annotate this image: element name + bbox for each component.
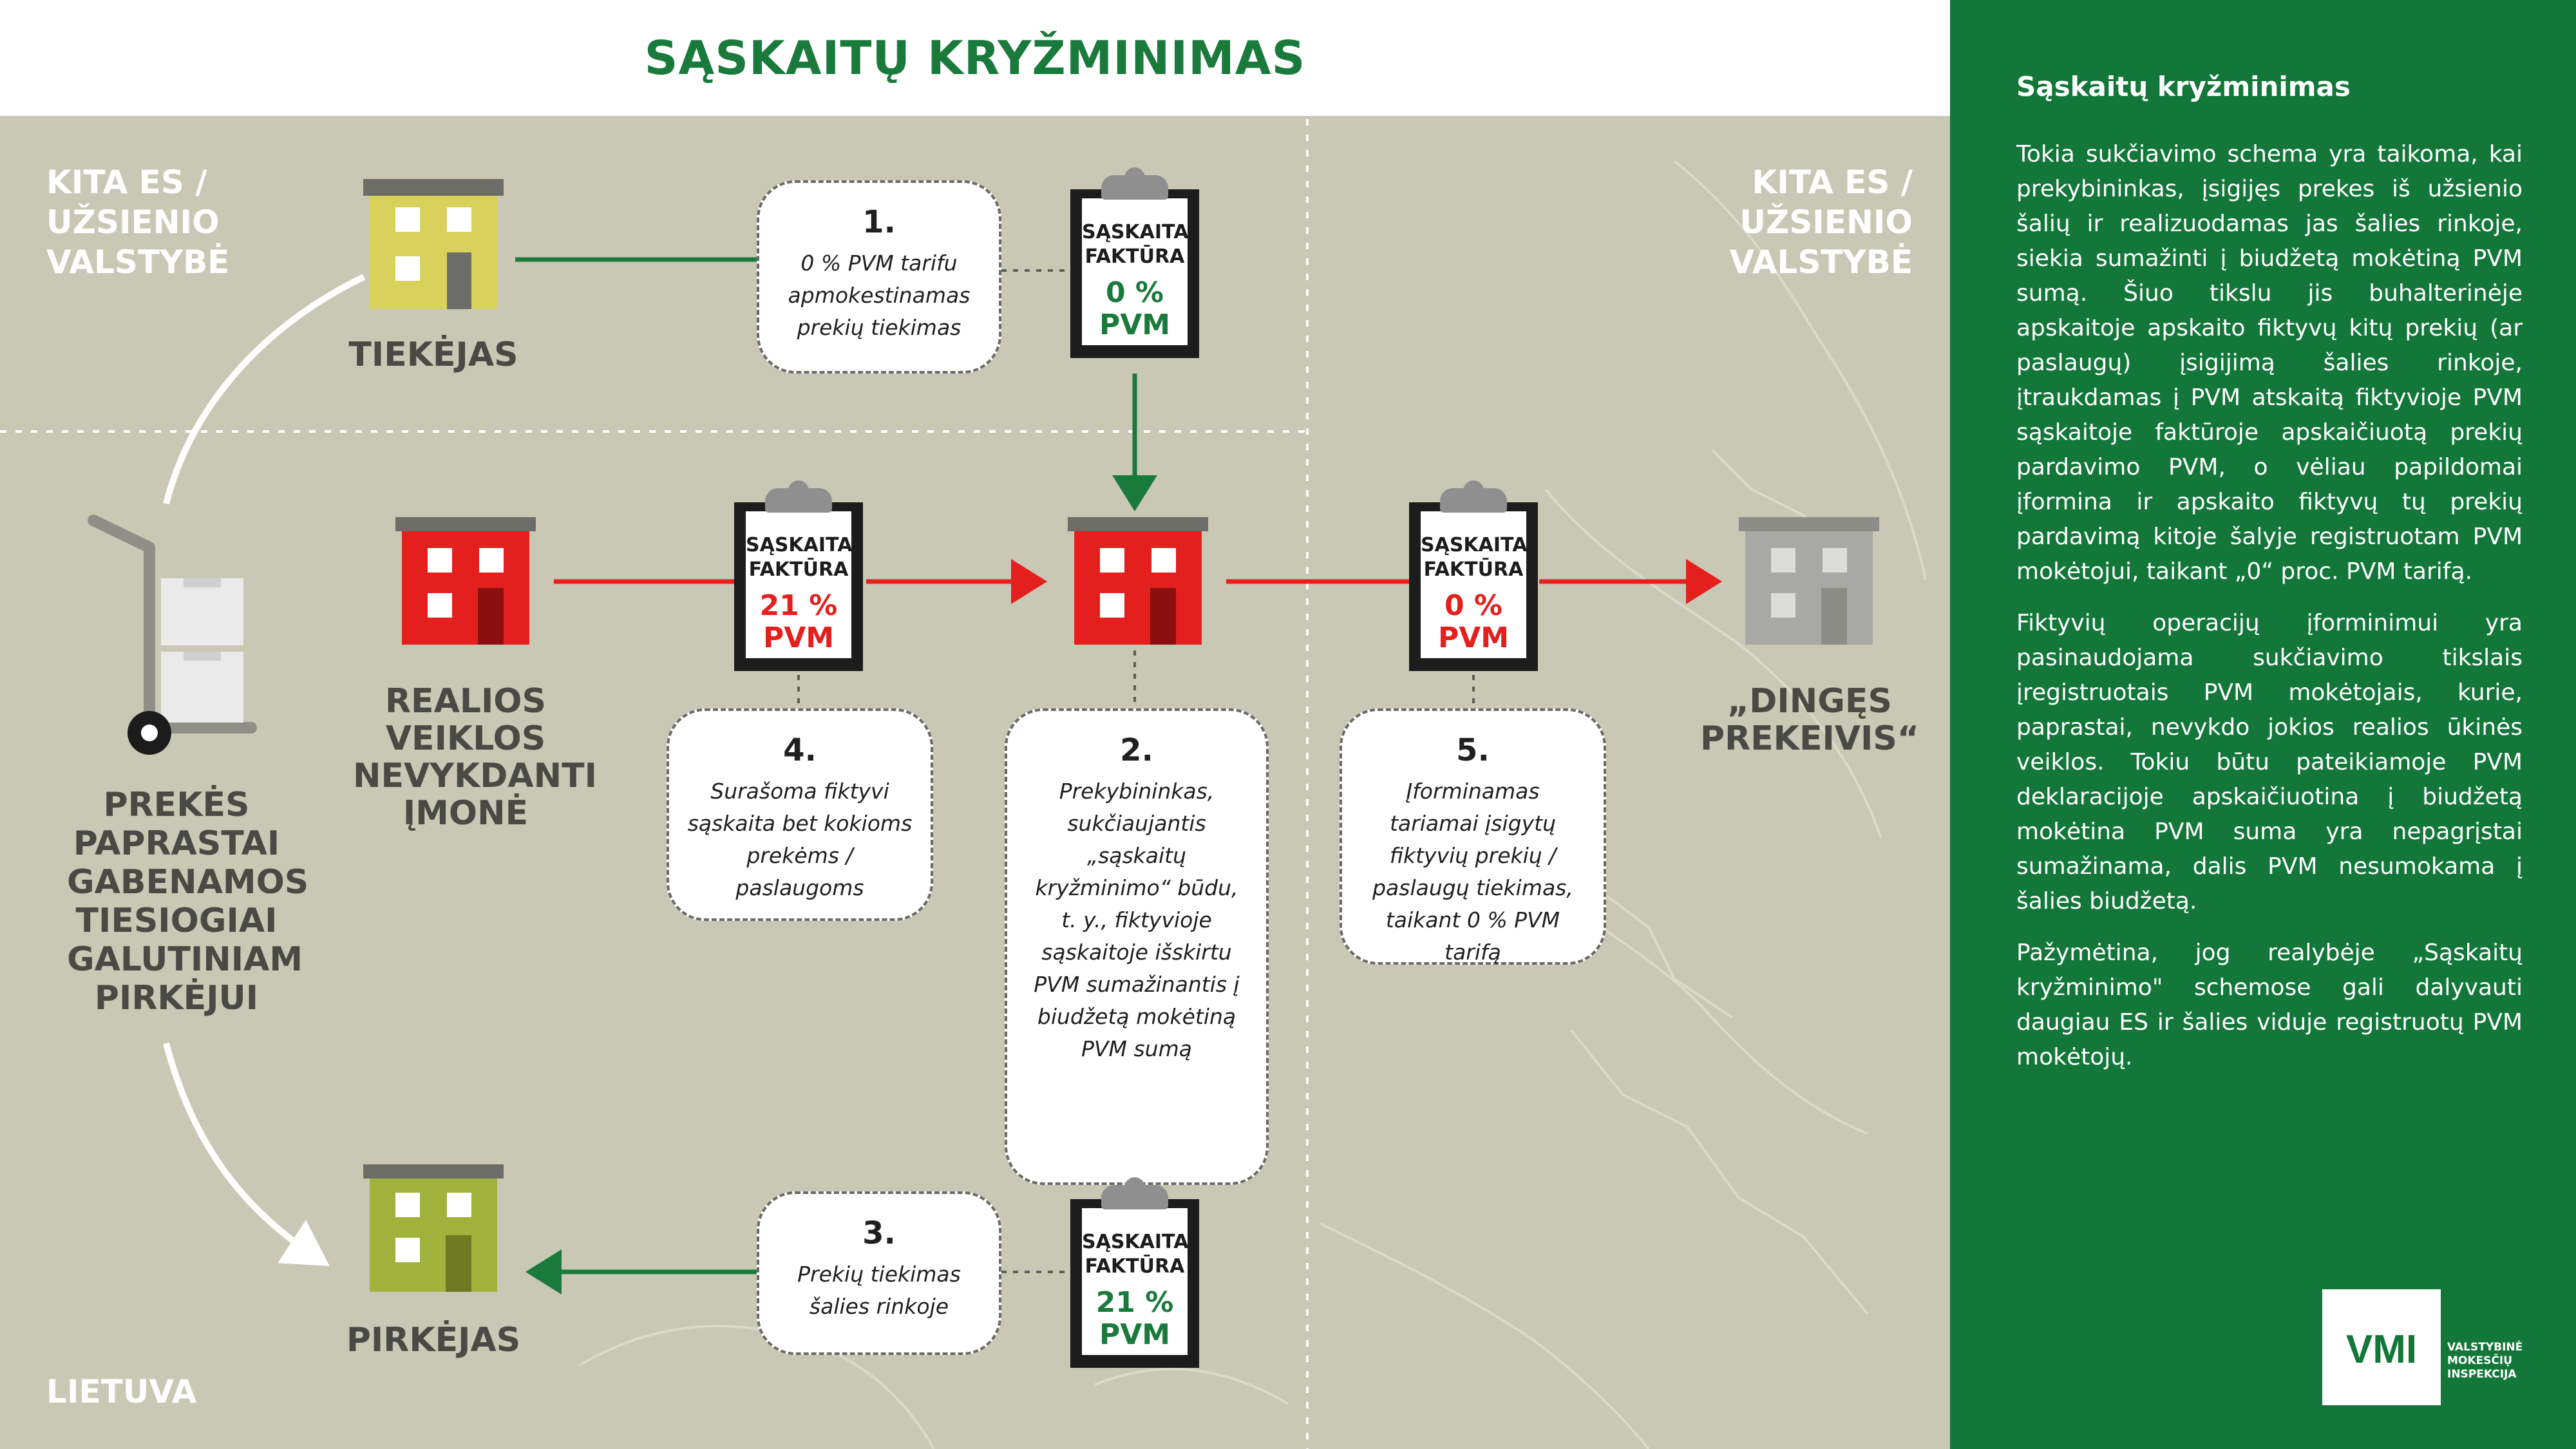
invoice-fake-company: SĄSKAITA FAKTŪRA 21 % PVM <box>734 480 863 675</box>
supplier-label: TIEKĖJAS <box>348 336 518 374</box>
sidebar-body: Tokia sukčiavimo schema yra taikoma, kai… <box>2016 137 2523 1092</box>
callout-3-number: 3. <box>862 1215 896 1251</box>
header: SĄSKAITŲ KRYŽMINIMAS <box>0 0 1950 116</box>
callout-5-text: Įforminamas tariamai įsigytų fiktyvių pr… <box>1372 779 1573 965</box>
callout-1-number: 1. <box>862 204 896 240</box>
page-title: SĄSKAITŲ KRYŽMINIMAS <box>644 31 1306 85</box>
callout-5-number: 5. <box>1456 732 1490 768</box>
callout-connectors <box>797 269 1475 1273</box>
buyer-building-icon <box>363 1164 504 1292</box>
region-label-lithuania: LIETUVA <box>46 1373 197 1410</box>
sidebar-paragraph: Tokia sukčiavimo schema yra taikoma, kai… <box>2016 141 2523 585</box>
callout-2-text: Prekybininkas, sukčiaujantis „sąskaitų k… <box>1034 779 1240 1061</box>
callout-4-number: 4. <box>783 732 817 768</box>
logo-text: VMI <box>2345 1327 2418 1372</box>
invoice-supplier: SĄSKAITA FAKTŪRA 0 % PVM <box>1070 167 1199 362</box>
invoice-heading: SĄSKAITA FAKTŪRA <box>1082 1231 1189 1278</box>
invoice-heading: SĄSKAITA FAKTŪRA <box>746 534 853 581</box>
sidebar-title: Sąskaitų kryžminimas <box>2016 71 2351 102</box>
invoice-vat: 21 % PVM <box>759 589 838 654</box>
callout-4: 4. Surašoma fiktyvi sąskaita bet kokioms… <box>667 708 933 921</box>
missing-trader-building-icon <box>1739 517 1879 645</box>
fake-company-label: REALIOS VEIKLOS NEVYKDANTI ĮMONĖ <box>353 682 597 833</box>
diagram-area: KITA ES / UŽSIENIO VALSTYBĖ KITA ES / UŽ… <box>0 116 1950 1449</box>
callout-5: 5. Įforminamas tariamai įsigytų fiktyvių… <box>1340 708 1606 965</box>
invoice-vat: 0 % PVM <box>1437 589 1510 654</box>
invoice-heading: SĄSKAITA FAKTŪRA <box>1082 221 1189 268</box>
trader-building-icon <box>1068 517 1208 645</box>
supplier-building-icon <box>363 179 504 309</box>
vmi-logo: VMI <box>2322 1289 2441 1405</box>
region-label-left: KITA ES / UŽSIENIO VALSTYBĖ <box>46 164 230 281</box>
sidebar: Sąskaitų kryžminimas Tokia sukčiavimo sc… <box>1950 0 2576 1449</box>
hand-trolley-icon <box>88 515 257 755</box>
region-dividers <box>0 119 1309 1449</box>
callout-1-text: 0 % PVM tarifu apmokestinamas prekių tie… <box>788 251 971 340</box>
missing-trader-label: „DINGĘS PREKEIVIS“ <box>1700 682 1920 758</box>
callout-2-number: 2. <box>1120 732 1153 768</box>
invoice-vat: 21 % PVM <box>1095 1286 1174 1351</box>
callout-4-text: Surašoma fiktyvi sąskaita bet kokioms pr… <box>687 779 913 900</box>
callout-2: 2. Prekybininkas, sukčiaujantis „sąskait… <box>1005 708 1269 1185</box>
logo-caption: VALSTYBINĖ MOKESČIŲ INSPEKCIJA <box>2447 1341 2523 1381</box>
invoice-missing-trader: SĄSKAITA FAKTŪRA 0 % PVM <box>1409 480 1538 675</box>
goods-note-label: PREKĖS PAPRASTAI GABENAMOS TIESIOGIAI GA… <box>67 786 309 1018</box>
diagram-graphics <box>0 119 1927 1449</box>
callout-3: 3. Prekių tiekimas šalies rinkoje <box>757 1191 1001 1355</box>
sidebar-paragraph: Pažymėtina, jog realybėje „Sąskaitų kryž… <box>2016 940 2523 1070</box>
callout-1: 1. 0 % PVM tarifu apmokestinamas prekių … <box>757 180 1001 374</box>
fake-company-building-icon <box>395 517 536 645</box>
sidebar-paragraph: Fiktyvių operacijų įforminimui yra pasin… <box>2016 610 2523 914</box>
region-label-right: KITA ES / UŽSIENIO VALSTYBĖ <box>1729 164 1913 281</box>
invoice-vat: 0 % PVM <box>1099 276 1171 341</box>
buyer-label: PIRKĖJAS <box>346 1321 521 1359</box>
invoice-heading: SĄSKAITA FAKTŪRA <box>1421 534 1528 581</box>
invoice-buyer: SĄSKAITA FAKTŪRA 21 % PVM <box>1070 1177 1199 1372</box>
callout-3-text: Prekių tiekimas šalies rinkoje <box>797 1262 961 1319</box>
